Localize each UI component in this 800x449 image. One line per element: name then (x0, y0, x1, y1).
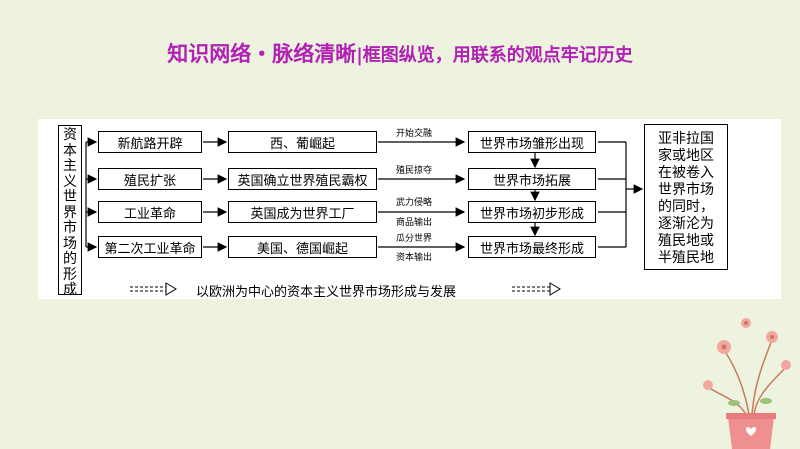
left-label-char: 形 (63, 266, 77, 283)
legend-caption: 以欧洲为中心的资本主义世界市场形成与发展 (196, 285, 457, 300)
left-label-char: 界 (63, 204, 77, 221)
arrow-label: 殖民掠夺 (396, 166, 433, 176)
box-second-industrial-revolution: 第二次工业革命 (98, 236, 202, 258)
left-label-char: 义 (63, 173, 77, 190)
left-label-box: 资 本 主 义 世 界 市 场 的 形 成 (58, 125, 82, 298)
box-market-initial-formation: 世界市场初步形成 (468, 201, 596, 223)
flow-diagram: 资 本 主 义 世 界 市 场 的 形 成 新航路开辟 殖民扩张 工业革命 第二… (38, 119, 781, 300)
connector-lines (85, 137, 644, 296)
left-label-char: 资 (63, 127, 77, 143)
box-britain-workshop: 英国成为世界工厂 (228, 201, 377, 223)
arrow-label: 武力侵略 (396, 198, 433, 208)
right-label-line: 在被卷入 (658, 165, 714, 181)
arrow-label: 开始交融 (396, 129, 433, 139)
page-title: 知识网络・脉络清晰|框图纵览，用联系的观点牢记历史 (0, 38, 800, 68)
right-label-line: 世界市场 (658, 182, 714, 198)
box-market-expansion: 世界市场拓展 (468, 168, 596, 190)
box-market-embryo: 世界市场雏形出现 (468, 131, 596, 153)
left-label-char: 场 (63, 235, 77, 252)
right-label-line: 殖民地或 (658, 233, 714, 249)
left-label-char: 主 (63, 158, 77, 174)
right-label-line: 半殖民地 (658, 250, 714, 266)
box-new-routes: 新航路开辟 (98, 131, 202, 153)
right-label-line: 的同时， (658, 199, 714, 215)
title-main: 知识网络・脉络清晰 (167, 42, 357, 66)
left-label-char: 市 (63, 220, 77, 236)
box-us-germany-rise: 美国、德国崛起 (228, 236, 377, 258)
right-label-box: 亚非拉国 家或地区 在被卷入 世界市场 的同时， 逐渐沦为 殖民地或 半殖民地 (644, 124, 728, 270)
title-sub: |框图纵览，用联系的观点牢记历史 (356, 45, 633, 66)
left-label-char: 成 (63, 282, 77, 298)
box-spain-portugal-rise: 西、葡崛起 (228, 131, 377, 153)
box-industrial-revolution: 工业革命 (98, 201, 202, 223)
box-britain-hegemony: 英国确立世界殖民霸权 (228, 168, 377, 190)
right-label-line: 亚非拉国 (658, 131, 714, 147)
right-label-line: 家或地区 (658, 148, 714, 164)
arrow-label: 资本输出 (396, 253, 433, 263)
left-label-char: 的 (63, 251, 77, 267)
left-label-char: 本 (63, 142, 77, 159)
arrow-label: 瓜分世界 (396, 234, 433, 244)
right-label-line: 逐渐沦为 (658, 216, 714, 232)
arrow-label: 商品输出 (396, 218, 433, 228)
left-label-char: 世 (63, 189, 77, 205)
flower-pot-decoration-icon (703, 318, 791, 449)
box-colonial-expansion: 殖民扩张 (98, 168, 202, 190)
box-market-final-formation: 世界市场最终形成 (468, 236, 596, 258)
